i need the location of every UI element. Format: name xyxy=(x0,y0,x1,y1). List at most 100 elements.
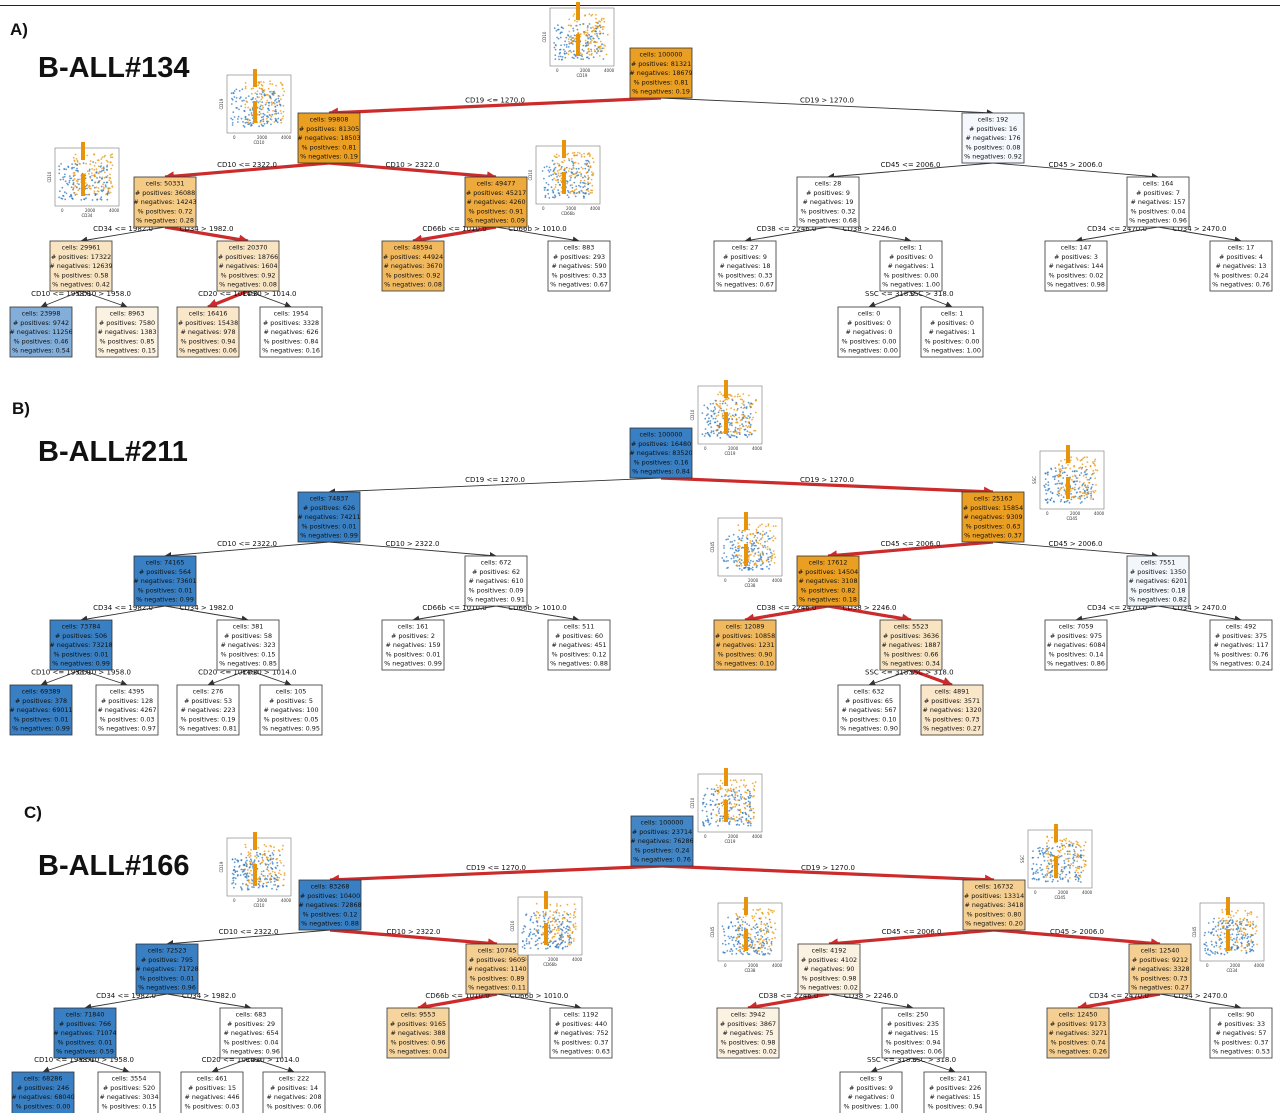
scatter-point xyxy=(732,533,735,536)
scatter-point xyxy=(1068,840,1071,842)
scatter-point xyxy=(248,866,251,869)
scatter-point xyxy=(1080,881,1082,883)
scatter-point xyxy=(570,941,573,943)
tree-node-line: # negatives: 15 xyxy=(888,1029,939,1037)
scatter-point xyxy=(1064,492,1067,495)
scatter-point xyxy=(584,14,586,17)
scatter-point xyxy=(1251,945,1254,948)
plot-tick-label: 2000 xyxy=(580,68,591,73)
scatter-point xyxy=(257,101,260,104)
tree-node-line: # negatives: 76286 xyxy=(630,837,693,845)
tree-node-line: # negatives: 73218 xyxy=(49,641,112,649)
scatter-point xyxy=(1061,848,1064,850)
scatter-point xyxy=(761,568,764,571)
scatter-point xyxy=(582,44,585,47)
scatter-point xyxy=(1093,491,1096,494)
scatter-point xyxy=(772,539,775,542)
scatter-point xyxy=(583,179,586,182)
scatter-point xyxy=(582,176,584,179)
scatter-point xyxy=(734,805,737,808)
scatter-point xyxy=(91,174,93,177)
tree-node: cells: 1# positives: 0# negatives: 1% po… xyxy=(920,306,984,358)
scatter-point xyxy=(1252,934,1254,936)
scatter-point xyxy=(712,417,715,420)
scatter-point xyxy=(595,30,597,33)
tree-node-line: % positives: 0.05 xyxy=(264,715,319,723)
tree-node-line: # negatives: 323 xyxy=(220,641,275,649)
scatter-point xyxy=(533,912,535,915)
scatter-point xyxy=(1235,939,1238,942)
scatter-point xyxy=(231,124,234,126)
scatter-point xyxy=(1067,860,1070,862)
tree-node-box xyxy=(180,1071,244,1113)
split-condition-label: CD10 <= 1958.0 xyxy=(31,669,91,677)
tree-node-line: cells: 632 xyxy=(854,688,885,696)
scatter-point xyxy=(101,167,103,170)
scatter-point xyxy=(1068,871,1071,873)
scatter-point xyxy=(586,52,588,55)
scatter-point xyxy=(760,944,763,947)
scatter-point xyxy=(1090,490,1093,493)
tree-node-line: % positives: 0.98 xyxy=(802,974,857,982)
tree-node-line: % negatives: 0.00 xyxy=(842,1112,900,1113)
tree-node-box xyxy=(961,491,1025,543)
scatter-point xyxy=(240,853,243,855)
scatter-point xyxy=(767,558,770,561)
scatter-point xyxy=(1220,952,1222,955)
scatter-point xyxy=(564,56,567,59)
tree-node-line: # positives: 62 xyxy=(472,568,520,576)
scatter-point xyxy=(73,166,75,169)
scatter-point xyxy=(727,397,730,400)
scatter-point xyxy=(602,47,605,50)
scatter-point xyxy=(1247,940,1250,943)
scatter-point xyxy=(727,393,730,396)
scatter-point xyxy=(582,186,585,189)
scatter-point xyxy=(240,886,242,888)
scatter-point xyxy=(256,93,258,96)
scatter-point xyxy=(248,114,250,116)
tree-node: cells: 68286# positives: 246# negatives:… xyxy=(11,1071,75,1113)
scatter-point xyxy=(1219,945,1222,948)
plot-y-label: SSC xyxy=(1032,476,1037,484)
scatter-point xyxy=(1073,859,1075,862)
scatter-point xyxy=(559,934,562,937)
tree-node-line: % positives: 0.81 xyxy=(634,78,689,86)
scatter-point xyxy=(596,41,598,44)
scatter-point xyxy=(262,874,265,877)
tree-edge xyxy=(744,604,829,624)
scatter-point xyxy=(281,117,284,120)
scatter-point xyxy=(746,426,749,429)
scatter-point xyxy=(272,853,275,856)
scatter-point xyxy=(571,172,574,175)
tree-node-line: % positives: 0.18 xyxy=(1131,586,1186,594)
scatter-point xyxy=(741,529,744,532)
tree-node-line: % positives: 0.94 xyxy=(928,1102,983,1110)
scatter-point xyxy=(751,944,754,946)
scatter-point xyxy=(1221,941,1224,944)
scatter-point xyxy=(705,803,708,806)
scatter-point xyxy=(1246,943,1249,946)
scatter-point xyxy=(1046,872,1049,875)
scatter-point xyxy=(1238,921,1241,923)
scatter-point xyxy=(1240,949,1243,952)
scatter-point xyxy=(103,181,105,184)
scatter-point xyxy=(96,177,98,179)
scatter-point xyxy=(749,801,751,803)
scatter-point xyxy=(733,408,736,411)
tree-node-box xyxy=(135,943,199,995)
scatter-point xyxy=(1219,920,1222,922)
scatter-point xyxy=(754,781,757,784)
plot-y-label: CD10 xyxy=(542,31,547,42)
tree-node-line: # negatives: 3418 xyxy=(964,901,1023,909)
scatter-point xyxy=(749,406,752,409)
scatter-point xyxy=(571,190,573,193)
tree-edge xyxy=(417,992,498,1012)
scatter-point xyxy=(1243,936,1246,939)
scatter-point xyxy=(585,172,588,174)
scatter-point xyxy=(762,913,764,915)
tree-edge xyxy=(1157,226,1242,244)
scatter-point xyxy=(572,923,575,926)
scatter-point xyxy=(742,416,744,419)
panel-a-label: A) xyxy=(10,20,28,39)
tree-node-box xyxy=(1209,619,1273,671)
